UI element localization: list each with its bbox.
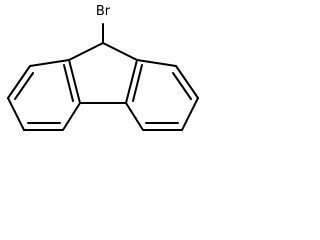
bonds xyxy=(7,23,199,131)
bond-c8a-c8 xyxy=(136,59,177,67)
double-bond-right-1 xyxy=(172,72,192,100)
bond-c4-c4a xyxy=(62,102,81,131)
double-bond-left-3 xyxy=(63,64,74,102)
double-bond-left-1 xyxy=(14,72,34,100)
molecule-structure: Br xyxy=(7,4,199,131)
bond-c1-c2 xyxy=(7,65,31,99)
bromine-atom-label: Br xyxy=(96,4,111,19)
bond-c8-c7 xyxy=(175,65,199,99)
bond-c9-c8a xyxy=(102,42,138,61)
bond-c4a-c9a xyxy=(68,59,81,104)
bond-c2-c3 xyxy=(7,97,25,131)
bond-c4b-c8a xyxy=(125,59,138,104)
bond-c9a-c1 xyxy=(29,59,70,67)
bond-c5-c4b xyxy=(125,102,144,131)
bond-c9-c9a xyxy=(68,42,104,61)
bond-c7-c6 xyxy=(181,97,199,131)
double-bond-right-3 xyxy=(132,64,143,102)
